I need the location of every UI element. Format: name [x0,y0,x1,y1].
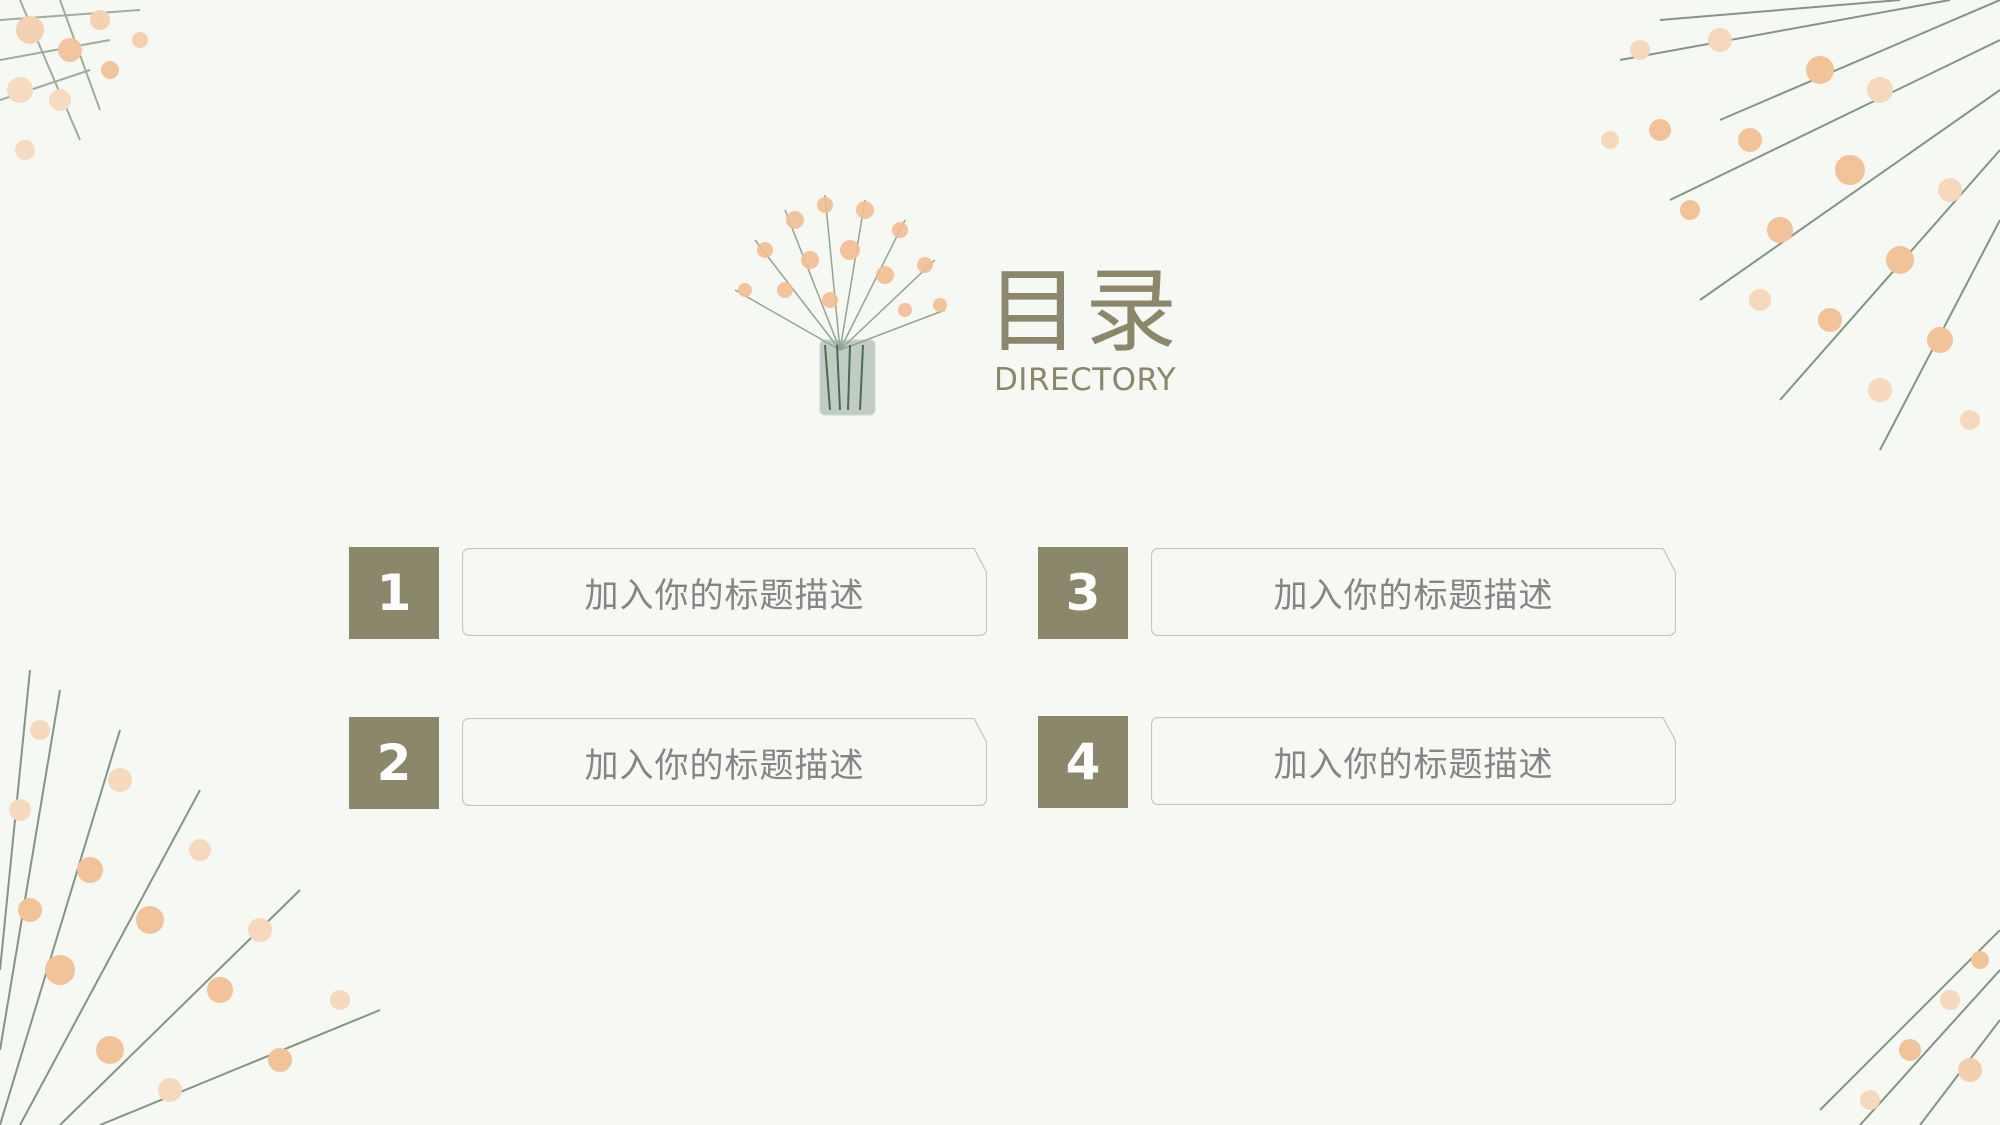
directory-item-2[interactable]: 2 加入你的标题描述 [349,717,989,809]
item-label-box[interactable]: 加入你的标题描述 [1151,548,1676,636]
floral-top-right-decoration [1601,0,2000,451]
flower-vase-icon [734,194,947,416]
page-title: 目录 [986,258,1183,365]
item-label: 加入你的标题描述 [1273,744,1554,785]
floral-bottom-right-decoration [1819,930,2000,1125]
item-label: 加入你的标题描述 [584,745,865,786]
item-number-badge: 2 [349,717,439,809]
title-block: 目录 DIRECTORY [985,258,1185,399]
page-subtitle: DIRECTORY [993,362,1177,398]
item-label: 加入你的标题描述 [584,575,865,616]
item-label-box[interactable]: 加入你的标题描述 [462,718,987,806]
directory-item-3[interactable]: 3 加入你的标题描述 [1038,547,1678,639]
item-label-box[interactable]: 加入你的标题描述 [1151,717,1676,805]
item-number-badge: 4 [1038,716,1128,808]
item-label: 加入你的标题描述 [1273,575,1554,616]
directory-item-1[interactable]: 1 加入你的标题描述 [349,547,989,639]
item-number-badge: 1 [349,547,439,639]
item-number-badge: 3 [1038,547,1128,639]
directory-item-4[interactable]: 4 加入你的标题描述 [1038,716,1678,808]
floral-top-left-decoration [0,0,148,160]
item-label-box[interactable]: 加入你的标题描述 [462,548,987,636]
